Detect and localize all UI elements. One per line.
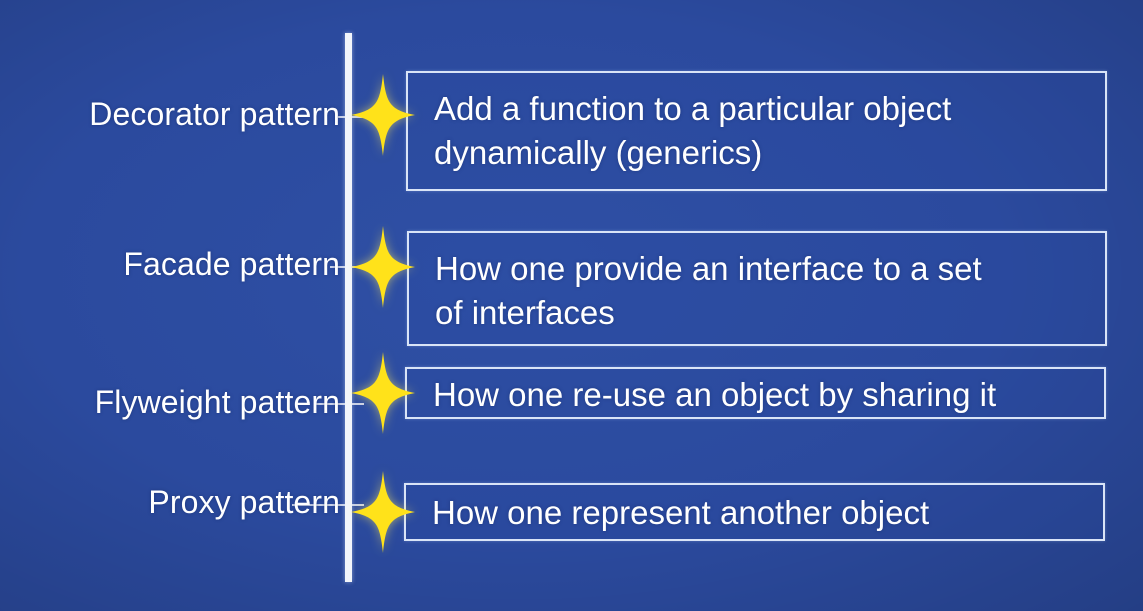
- pattern-label-decorator: Decorator pattern: [89, 96, 340, 132]
- sparkle-star-icon: [351, 226, 415, 308]
- pattern-label-flyweight: Flyweight pattern: [94, 384, 340, 420]
- vertical-divider-line: [345, 33, 352, 582]
- description-line: dynamically (generics): [434, 134, 763, 171]
- pattern-description-facade: How one provide an interface to a set of…: [407, 231, 1107, 346]
- pattern-label-proxy: Proxy pattern: [148, 484, 340, 520]
- pattern-description-flyweight: How one re-use an object by sharing it: [405, 367, 1106, 419]
- connector-flyweight: [316, 403, 364, 405]
- sparkle-star-icon: [351, 74, 415, 156]
- connector-proxy: [292, 504, 364, 506]
- description-line: How one re-use an object by sharing it: [433, 376, 997, 413]
- sparkle-star-icon: [351, 471, 415, 553]
- description-line: of interfaces: [435, 294, 615, 331]
- description-line: How one provide an interface to a set: [435, 250, 982, 287]
- pattern-label-facade: Facade pattern: [123, 246, 340, 282]
- description-line: Add a function to a particular object: [434, 90, 952, 127]
- pattern-description-proxy: How one represent another object: [404, 483, 1105, 541]
- pattern-description-decorator: Add a function to a particular object dy…: [406, 71, 1107, 191]
- description-line: How one represent another object: [432, 494, 930, 531]
- sparkle-star-icon: [351, 352, 415, 434]
